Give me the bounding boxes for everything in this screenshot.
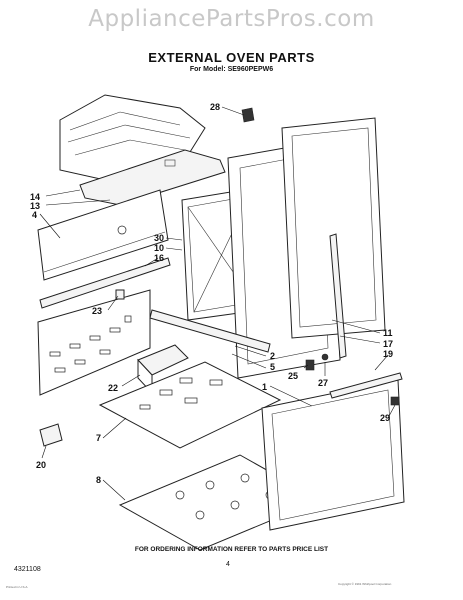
side-trim-strip [329, 233, 347, 359]
model-subtitle: For Model: SE960PEPW6 [189, 66, 274, 73]
callout-28: 28 [210, 102, 220, 112]
lower-rear-panel [37, 289, 151, 396]
leveling-foot [305, 359, 315, 371]
callout-30: 30 [154, 233, 164, 243]
callout-2: 2 [270, 351, 275, 361]
watermark-text: AppliancePartsPros.com [88, 6, 375, 32]
callout-23: 23 [92, 306, 102, 316]
screw-fastener [321, 353, 329, 361]
callout-20: 20 [36, 460, 46, 470]
hinge-bracket [241, 107, 255, 123]
callout-1: 1 [262, 382, 267, 392]
callout-14: 14 [30, 192, 40, 202]
callout-5: 5 [270, 362, 275, 372]
small-bracket [115, 289, 125, 300]
callout-16: 16 [154, 253, 164, 263]
callout-17: 17 [383, 339, 393, 349]
callout-19: 19 [383, 349, 393, 359]
diagram-title: EXTERNAL OVEN PARTS [148, 50, 315, 65]
window-glass-panel [281, 117, 386, 339]
callout-11: 11 [383, 328, 393, 338]
door-handle-rail [329, 372, 403, 399]
page-number: 4 [226, 561, 230, 568]
callout-25: 25 [288, 371, 298, 381]
copyright-text: Copyright © 1991 Whirlpool Corporation [338, 582, 392, 586]
rear-panel [37, 189, 169, 281]
front-door-panel [261, 379, 405, 531]
callout-22: 22 [108, 383, 118, 393]
callout-8: 8 [96, 475, 101, 485]
ordering-note: FOR ORDERING INFORMATION REFER TO PARTS … [134, 546, 329, 553]
callout-27: 27 [318, 378, 328, 388]
leader-lines [39, 106, 396, 501]
callout-4: 4 [32, 210, 37, 220]
document-number: 4321108 [14, 566, 41, 573]
small-cover [39, 423, 63, 447]
bottom-rail [149, 309, 271, 353]
channel-strip [39, 257, 171, 309]
bottom-panel [98, 361, 282, 449]
callout-7: 7 [96, 433, 101, 443]
callout-10: 10 [154, 243, 164, 253]
callout-29: 29 [380, 413, 390, 423]
callout-labels: 28 14 13 4 30 10 16 23 11 17 19 2 5 25 2… [30, 102, 393, 485]
retainer-clip [390, 396, 400, 406]
printed-note: Printed in U.S.A. [6, 585, 29, 589]
vent-trim [79, 149, 226, 206]
callout-13: 13 [30, 201, 40, 211]
